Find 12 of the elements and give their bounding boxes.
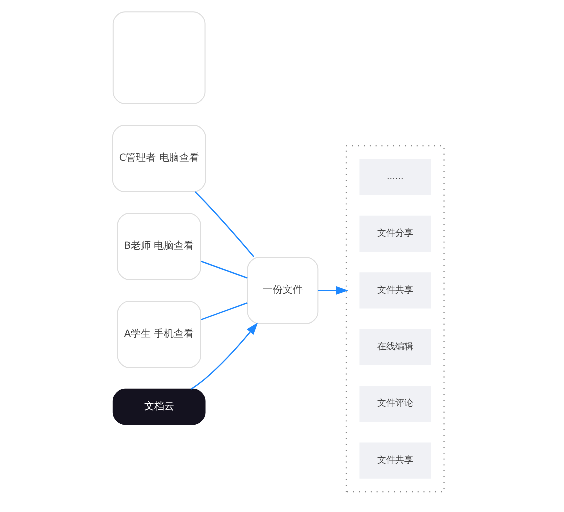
node-box: 文档云 [112,388,206,426]
connector [194,192,254,258]
node-box: A学生 手机查看 [116,300,201,368]
node-box: B老师 电脑查看 [116,213,201,280]
node-box [112,12,206,104]
arrow [190,322,258,390]
node-box: 一份文件 [246,256,318,324]
connector [200,302,248,321]
cluster [345,145,444,493]
connector [200,260,248,279]
node-box: C管理者 电脑查看 [112,125,206,192]
arrow [318,286,348,296]
